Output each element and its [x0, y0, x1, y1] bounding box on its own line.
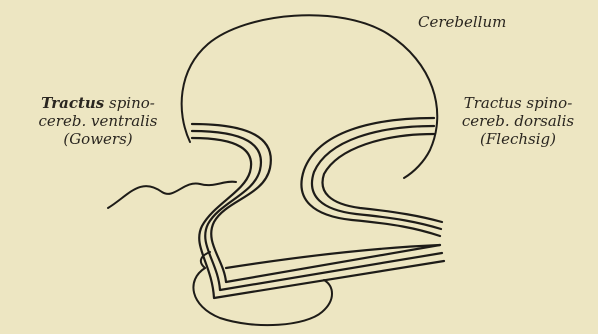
label-right-line3: (Flechsig): [438, 130, 598, 148]
label-cerebellum: Cerebellum: [418, 13, 506, 31]
label-tractus-ventralis: Tractus spino- cereb. ventralis (Gowers): [12, 94, 184, 148]
label-left-line1-rest: spino-: [104, 94, 155, 112]
tract-dorsal: [301, 118, 442, 236]
lower-body-outline: [108, 182, 236, 208]
label-right-line2: cereb. dorsalis: [438, 112, 598, 130]
label-left-line2: cereb. ventralis: [12, 112, 184, 130]
cerebellum-outline: [182, 15, 438, 178]
label-right-line1: Tractus spino-: [438, 94, 598, 112]
label-tractus-dorsalis: Tractus spino- cereb. dorsalis (Flechsig…: [438, 94, 598, 148]
label-left-line1-bold: Tractus: [41, 94, 104, 112]
label-left-line3: (Gowers): [12, 130, 184, 148]
